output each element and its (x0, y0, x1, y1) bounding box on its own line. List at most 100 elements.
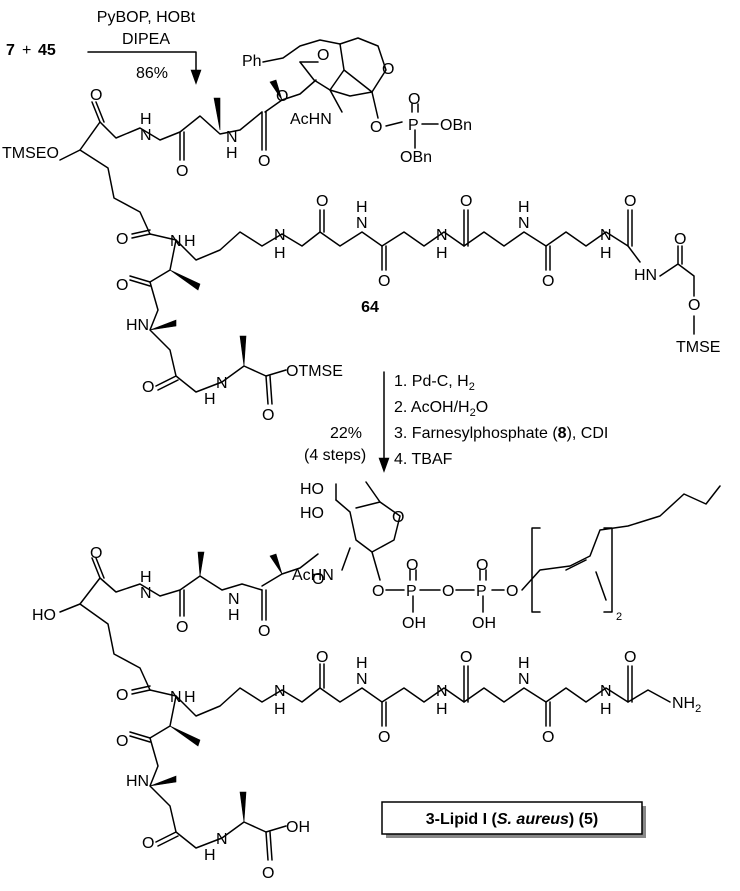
gly-o-2: O (378, 273, 390, 290)
amide-o-2: O (258, 153, 270, 170)
product-o-a: O (372, 583, 384, 600)
product-gly-n-4: N (518, 671, 530, 688)
ether-o: O (276, 88, 288, 105)
intermediate-structure: Ph O O O AcHN O O P OBn OBn O TMSEO H N … (2, 37, 720, 424)
product-gly-n-3: N (436, 683, 448, 700)
product-isoprenoid-bonds (521, 485, 721, 601)
product-phosphorus-2: P (476, 583, 487, 600)
gly-o-3: O (460, 193, 472, 210)
lower-chain-bonds (149, 239, 287, 393)
product-gly-h-1: H (274, 701, 286, 718)
gly-h-3: H (436, 245, 448, 262)
nh-n-2: N (226, 129, 238, 146)
reactant-45: 45 (38, 42, 56, 59)
reaction-1-header: 7 + 45 PyBOP, HOBt DIPEA 86% (6, 9, 202, 85)
product-lower-o-3: O (262, 865, 274, 882)
gly-n-2: N (356, 215, 368, 232)
product-achn: AcHN (292, 567, 334, 584)
product-ala-wedge-2 (149, 775, 177, 787)
name-box (381, 801, 643, 835)
ring-o-1: O (317, 47, 329, 64)
gly-n-1: N (274, 227, 286, 244)
carbamate-bonds (659, 245, 695, 297)
pentaglycine-chain (281, 231, 641, 263)
lower-o-3: O (262, 407, 274, 424)
yield-2-note: (4 steps) (304, 447, 366, 464)
product-lower-o-2: O (142, 835, 154, 852)
product-lower-hn: HN (126, 773, 149, 790)
lactyl-ether-bonds (264, 79, 317, 113)
reactant-plus: + (22, 42, 31, 59)
reaction-arrow-1-head (190, 69, 202, 85)
product-gly-o-2: O (378, 729, 390, 746)
product-nh2: NH2 (672, 695, 701, 715)
product-repeat-brackets (531, 527, 613, 613)
product-glu-carbonyl (131, 685, 151, 695)
ester-o-upper: O (90, 87, 102, 104)
product-lys-h: H (184, 689, 196, 706)
product-lower-chain (149, 695, 287, 849)
gly-h-4: H (518, 199, 530, 216)
product-lower-o-1: O (116, 733, 128, 750)
lactyl-methyl-wedge (269, 79, 283, 101)
product-amide-o-2: O (258, 623, 270, 640)
yield-1: 86% (136, 65, 168, 82)
carbamate-tmse: TMSE (676, 339, 720, 356)
product-gly-o-4: O (542, 729, 554, 746)
product-amide-o-1: O (176, 619, 188, 636)
reagents-line-2: DIPEA (122, 31, 170, 48)
reaction-arrow-1 (87, 51, 197, 75)
gly-o-4: O (542, 273, 554, 290)
product-ho-acid: HO (32, 607, 56, 624)
product-gly-carbonyls (319, 663, 633, 727)
product-lactyl-wedge (269, 553, 283, 575)
anomeric-bond (371, 91, 379, 119)
reactant-7: 7 (6, 42, 15, 59)
step-4-text: 4. TBAF (394, 451, 453, 468)
product-ho-2: HO (300, 505, 324, 522)
pentaglycine-carbonyls (319, 209, 633, 271)
gly-n-4: N (518, 215, 530, 232)
product-gly-n-1: N (274, 683, 286, 700)
product-lower-h: H (204, 847, 216, 864)
phenyl-label: Ph (242, 53, 262, 70)
tmseo-label: TMSEO (2, 145, 59, 162)
product-gly-o-5: O (624, 649, 636, 666)
product-ring-o-label: O (392, 509, 404, 526)
product-po-o-2: O (476, 557, 488, 574)
product-gly-h-4: H (518, 655, 530, 672)
otmse-label: OTMSE (286, 363, 343, 380)
product-p-oh-2: OH (472, 615, 496, 632)
phosphate-o-double: O (408, 91, 420, 108)
carbamate-o-double: O (674, 231, 686, 248)
ring-o-2: O (382, 61, 394, 78)
gly-n-5: N (600, 227, 612, 244)
compound-64: 64 (361, 299, 379, 316)
product-glu-o: O (116, 687, 128, 704)
product-h-1: H (140, 569, 152, 586)
lower-o-1: O (116, 277, 128, 294)
yield-2: 22% (330, 425, 362, 442)
product-lys-wedge (169, 725, 201, 747)
gly-n-3: N (436, 227, 448, 244)
gly-h-1: H (274, 245, 286, 262)
product-upper-carbonyls (91, 557, 267, 621)
product-anomeric-bond (371, 551, 381, 581)
ala-methyl-wedge-3 (239, 335, 247, 367)
product-ala-wedge-3 (239, 791, 247, 823)
lower-n: N (216, 375, 228, 392)
product-gly-n-5: N (600, 683, 612, 700)
gly-h-5: H (600, 245, 612, 262)
lower-o-2: O (142, 379, 154, 396)
product-phosphorus-1: P (406, 583, 417, 600)
step-2-text: 2. AcOH/H2O (394, 399, 488, 419)
product-gly-o-1: O (316, 649, 328, 666)
product-glutamyl (79, 603, 151, 691)
lower-h: H (204, 391, 216, 408)
lower-hn: HN (126, 317, 149, 334)
c2-bond (329, 89, 343, 113)
reaction-arrow-2-head (378, 457, 390, 473)
nh-h-2: H (226, 145, 238, 162)
carbamate-o: O (688, 297, 700, 314)
product-gly-h-2: H (356, 655, 368, 672)
